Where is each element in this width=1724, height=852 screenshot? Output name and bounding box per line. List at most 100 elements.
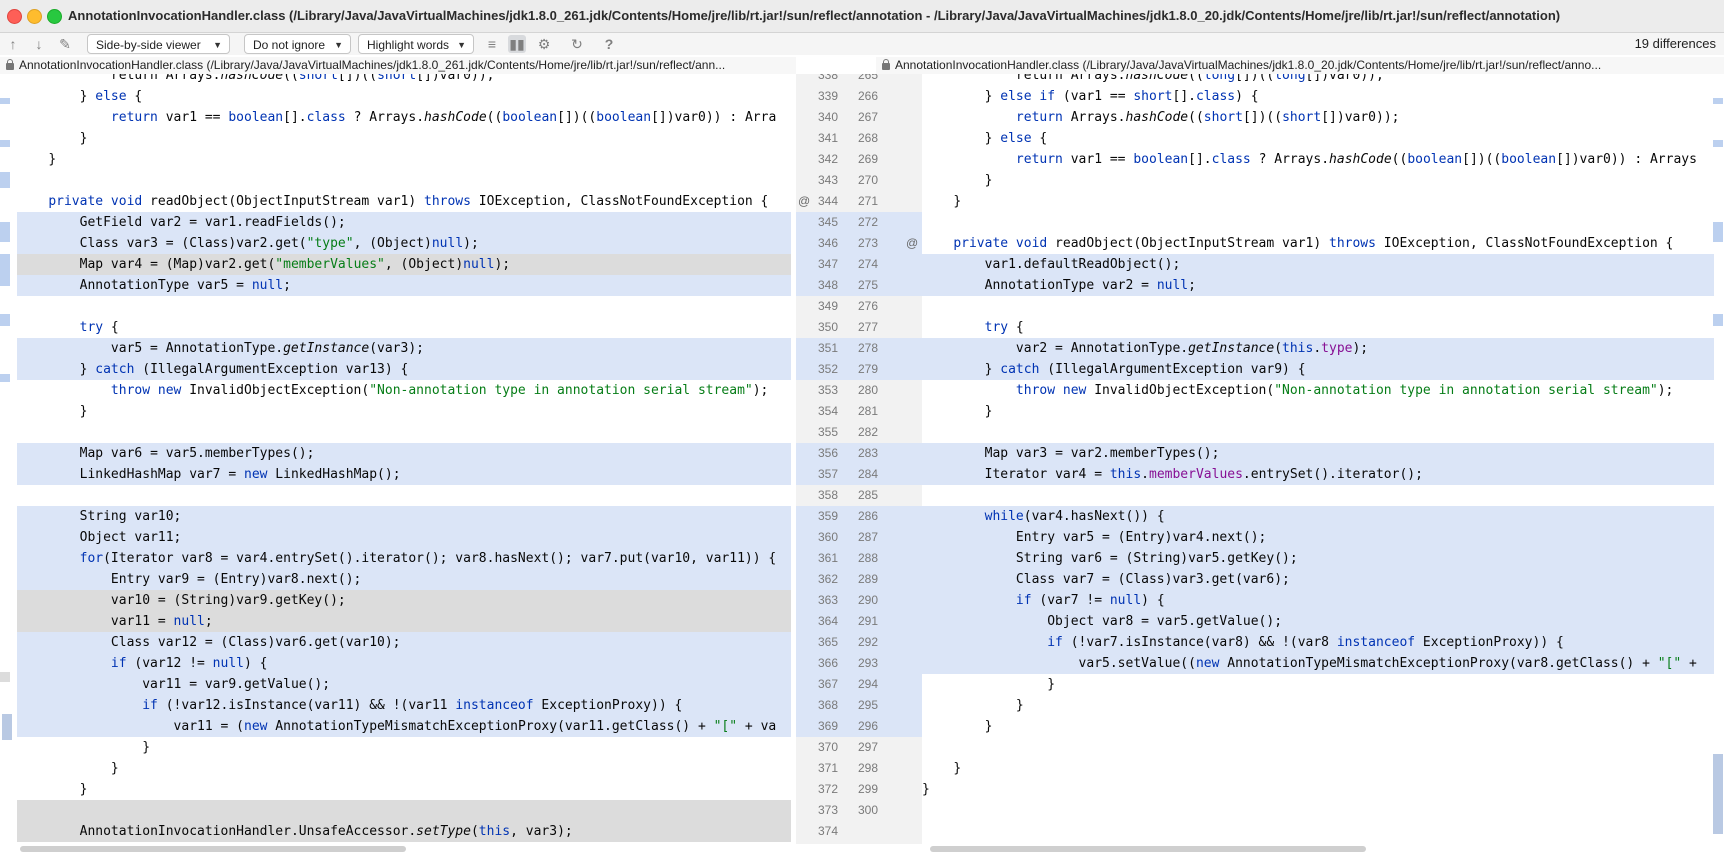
code-token: try xyxy=(984,320,1009,335)
right-line-number: 271 xyxy=(857,194,878,208)
left-line-number: 356 xyxy=(817,446,838,460)
minimize-window-button[interactable] xyxy=(27,9,42,24)
compare-contents-icon[interactable]: ↻ xyxy=(571,36,583,52)
right-line-number: 277 xyxy=(857,320,878,334)
code-token: (var3); xyxy=(369,341,424,356)
code-line: return var1 == boolean[].class ? Arrays.… xyxy=(17,107,791,128)
next-difference-icon[interactable]: ↓ xyxy=(35,36,43,52)
code-line: private void readObject(ObjectInputStrea… xyxy=(17,191,791,212)
code-token: ExceptionProxy)) { xyxy=(1415,635,1564,650)
code-line: var10 = (String)var9.getKey(); xyxy=(17,590,791,611)
help-icon[interactable]: ? xyxy=(604,36,614,52)
code-token: "Non-annotation type in annotation seria… xyxy=(369,383,753,398)
left-line-number: 360 xyxy=(817,530,838,544)
code-line: AnnotationType var5 = null; xyxy=(17,275,791,296)
code-token: private void xyxy=(953,236,1048,251)
code-line xyxy=(922,422,1714,443)
collapse-unchanged-icon[interactable]: ≡ xyxy=(487,36,497,52)
right-line-number: 273 xyxy=(857,236,878,250)
settings-gear-icon[interactable]: ⚙ xyxy=(537,36,551,52)
code-token: throw new xyxy=(1015,383,1087,398)
previous-difference-icon[interactable]: ↑ xyxy=(9,36,17,52)
code-token: else xyxy=(1000,131,1032,146)
right-horizontal-scrollbar[interactable] xyxy=(930,846,1366,852)
code-token: .entrySet().iterator(); xyxy=(1242,467,1423,482)
code-token: var1 == xyxy=(1062,152,1134,167)
right-line-number: 300 xyxy=(857,803,878,817)
right-line-number: 268 xyxy=(857,131,878,145)
code-line xyxy=(922,737,1714,758)
code-line xyxy=(17,170,791,191)
left-code-pane[interactable]: return Arrays.hashCode((short[])((short[… xyxy=(17,74,791,844)
code-token: return Arrays. xyxy=(1015,74,1126,83)
override-marker-icon[interactable]: @ xyxy=(798,194,811,208)
override-marker-icon[interactable]: @ xyxy=(906,236,919,250)
code-token: , (Object) xyxy=(384,257,464,272)
left-line-number: 367 xyxy=(817,677,838,691)
code-line: } xyxy=(17,128,791,149)
right-code-pane[interactable]: return Arrays.hashCode((long[])((long[])… xyxy=(922,74,1714,844)
code-token: String var10; xyxy=(79,509,182,524)
right-line-number: 276 xyxy=(857,299,878,313)
code-token: ExceptionProxy)) { xyxy=(533,698,683,713)
code-line: String var10; xyxy=(17,506,791,527)
code-token: ); xyxy=(752,383,769,398)
right-line-number: 297 xyxy=(857,740,878,754)
maximize-window-button[interactable] xyxy=(47,9,62,24)
left-horizontal-scrollbar[interactable] xyxy=(20,846,406,852)
code-token: (var4.hasNext()) { xyxy=(1023,509,1165,524)
code-token: ; xyxy=(204,614,213,629)
code-token: var10 = (String)var9.getKey(); xyxy=(110,593,346,608)
code-token: Class var3 = (Class)var2.get( xyxy=(79,236,307,251)
code-token: null xyxy=(431,236,464,251)
viewer-mode-dropdown[interactable]: Side-by-side viewer▼ xyxy=(87,34,230,54)
right-file-path: AnnotationInvocationHandler.class (/Libr… xyxy=(895,58,1602,72)
left-line-number: 338 xyxy=(817,74,838,82)
code-token: catch xyxy=(1000,362,1040,377)
synchronize-scrolling-icon[interactable]: ▮▮ xyxy=(508,35,526,53)
code-token: LinkedHashMap(); xyxy=(267,467,401,482)
code-token: short xyxy=(298,74,338,83)
differences-count: 19 differences xyxy=(1634,36,1716,51)
gutter-row: 367 294 xyxy=(796,674,922,695)
code-token: null xyxy=(463,257,495,272)
code-token: [])(( xyxy=(1242,110,1283,125)
code-token: var1 == xyxy=(157,110,229,125)
code-token: private void xyxy=(48,194,143,209)
code-token: } xyxy=(48,152,57,167)
code-token: hashCode xyxy=(1125,74,1189,83)
code-line: return Arrays.hashCode((long[])((long[])… xyxy=(922,74,1714,86)
code-token: } xyxy=(984,719,993,734)
code-token: setType xyxy=(416,824,471,839)
close-window-button[interactable] xyxy=(7,9,22,24)
chevron-down-icon: ▼ xyxy=(457,40,466,50)
code-token: while xyxy=(984,509,1024,524)
code-line: var11 = null; xyxy=(17,611,791,632)
highlight-mode-dropdown[interactable]: Highlight words▼ xyxy=(358,34,474,54)
right-line-number: 290 xyxy=(857,593,878,607)
code-line: Iterator var4 = this.memberValues.entryS… xyxy=(922,464,1714,485)
code-token: AnnotationTypeMismatchExceptionProxy(var… xyxy=(267,719,714,734)
code-token: } xyxy=(1015,698,1024,713)
code-token: Entry var5 = (Entry)var4.next(); xyxy=(1015,530,1267,545)
left-line-number: 341 xyxy=(817,131,838,145)
code-token: Map var3 = var2.memberTypes(); xyxy=(984,446,1220,461)
right-line-number: 285 xyxy=(857,488,878,502)
code-token: hashCode xyxy=(220,74,284,83)
viewer-mode-label: Side-by-side viewer xyxy=(96,38,201,52)
left-line-number: 371 xyxy=(817,761,838,775)
code-line: } xyxy=(922,170,1714,191)
code-line: var1.defaultReadObject(); xyxy=(922,254,1714,275)
code-token: null xyxy=(1156,278,1189,293)
code-token: long xyxy=(1274,74,1306,83)
code-line: Class var3 = (Class)var2.get("type", (Ob… xyxy=(17,233,791,254)
edit-source-icon[interactable]: ✎ xyxy=(59,36,71,52)
right-line-number: 294 xyxy=(857,677,878,691)
ignore-whitespace-dropdown[interactable]: Do not ignore▼ xyxy=(244,34,351,54)
